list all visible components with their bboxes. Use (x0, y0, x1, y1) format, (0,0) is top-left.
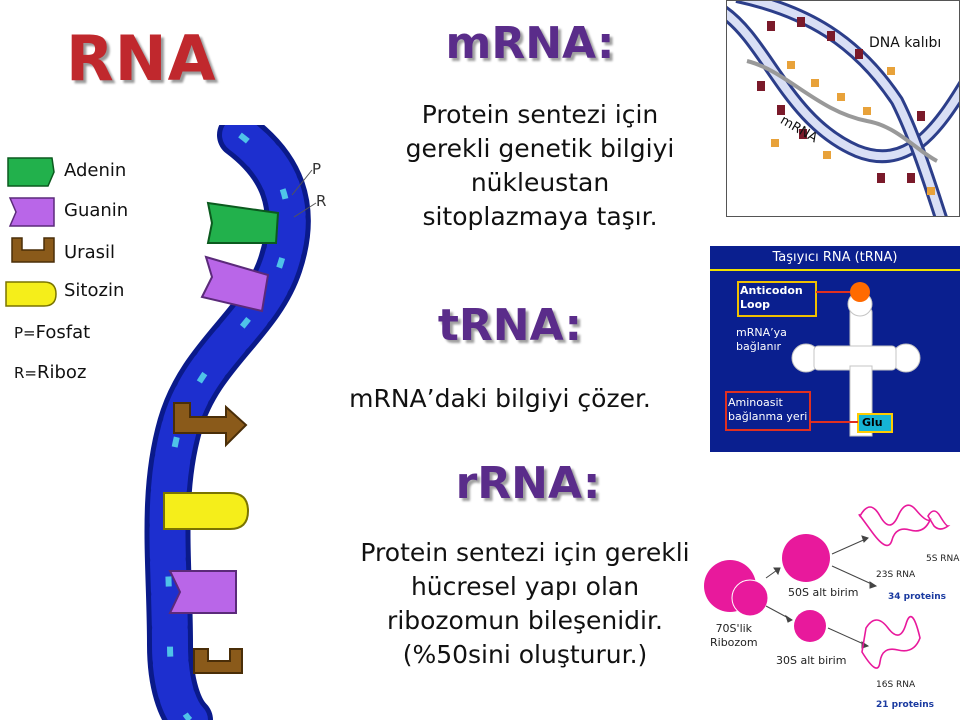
amino-box (725, 391, 811, 431)
legend-fosfat-symbol: P= (14, 324, 36, 342)
mrna-line-4: sitoplazmaya taşır. (422, 202, 658, 231)
rrna-heading: rRNA: (455, 458, 601, 509)
dna-bases (757, 17, 925, 183)
legend-urasil-label: Urasil (64, 242, 115, 263)
dna-strand-2 (735, 1, 948, 216)
ribosome-image: 70S'lik Ribozom 50S alt birim 30S alt bi… (700, 496, 960, 720)
base-adenin (206, 201, 280, 244)
page-title: RNA (66, 22, 217, 95)
dna-strand-1-inner (727, 9, 959, 161)
trna-description: mRNA’daki bilgiyi çözer. (349, 384, 651, 413)
subunit-30s (794, 610, 826, 642)
subunit-50s-label: 50S alt birim (788, 586, 859, 599)
trna-image-title: Taşıyıcı RNA (tRNA) (772, 250, 898, 265)
mrna-line-3: nükleustan (470, 168, 610, 197)
legend-fosfat-label: Fosfat (35, 322, 91, 343)
rrna-line-1: Protein sentezi için gerekli (360, 538, 690, 567)
ribosome-line-2: Ribozom (710, 636, 758, 649)
dna-strand-2-inner (740, 1, 945, 216)
trna-cloverleaf (710, 269, 960, 437)
mrna-line-2: gerekli genetik bilgiyi (405, 134, 675, 163)
rna-5s-label: 5S RNA (926, 554, 960, 564)
rna-strand-illustration (144, 125, 317, 720)
amino-line-1: Aminoasit (728, 396, 783, 409)
anticodon-box (737, 281, 817, 317)
rna-23s-squiggle (858, 504, 932, 547)
glu-label: Glu (862, 416, 883, 429)
subunit-50s (782, 534, 830, 582)
rrna-line-2: hücresel yapı olan (410, 572, 640, 601)
strand-label-r: R (316, 192, 327, 210)
amino-label: Aminoasit bağlanma yeri (728, 396, 807, 424)
subunit-30s-label: 30S alt birim (776, 654, 847, 667)
legend-adenin-label: Adenin (64, 160, 127, 181)
rna-5s-squiggle (927, 510, 951, 530)
legend-riboz-symbol: R= (14, 364, 37, 382)
trna-image: Taşıyıcı RNA (tRNA) Anticodon Loop mRNA’… (710, 246, 960, 452)
anticodon-label: Anticodon Loop (740, 284, 803, 312)
dna-helix (727, 1, 959, 216)
rrna-line-3: ribozomun bileşenidir. (387, 606, 663, 635)
rna-16s-squiggle (861, 615, 921, 669)
legend-sitozin-label: Sitozin (64, 280, 125, 301)
anticodon-line-2: Loop (740, 298, 770, 311)
trna-heading: tRNA: (437, 300, 583, 351)
guanin-swatch (8, 197, 55, 227)
mrna-line-1: Protein sentezi için (421, 100, 659, 129)
base-guanin-2 (168, 570, 237, 614)
proteins-21-label: 21 proteins (876, 700, 934, 710)
base-guanin (200, 255, 270, 313)
rrna-line-4: (%50sini oluşturur.) (402, 640, 648, 669)
legend-guanin-label: Guanin (64, 200, 129, 221)
base-urasil-2 (193, 648, 243, 674)
sitozin-swatch (5, 281, 57, 307)
legend-riboz-label: Riboz (37, 362, 87, 383)
rna-16s-label: 16S RNA (876, 680, 916, 690)
binds-mrna-label: mRNA’ya bağlanır (736, 326, 787, 354)
amino-line-2: bağlanma yeri (728, 410, 808, 423)
mrna-heading: mRNA: (445, 18, 615, 69)
mrna-bases (771, 61, 935, 195)
mrna-strand (746, 59, 938, 163)
base-urasil-1 (173, 402, 248, 448)
r-pointer (293, 202, 317, 218)
adenin-swatch (7, 157, 55, 187)
backbone-stripe (164, 132, 291, 720)
urasil-swatch (11, 237, 55, 263)
mrna-description: Protein sentezi için gerekli genetik bil… (360, 98, 720, 234)
binds-line-1: mRNA’ya (736, 326, 787, 339)
legend-icons (5, 157, 57, 307)
binds-line-2: bağlanır (736, 340, 782, 353)
ribosome-diagram (704, 504, 951, 669)
legend: Adenin Guanin Urasil Sitozin P=Fosfat R=… (0, 150, 170, 390)
rna-23s-label: 23S RNA (876, 570, 916, 580)
mrna-dna-image: DNA kalıbı mRNA (726, 0, 960, 217)
dna-template-label: DNA kalıbı (867, 35, 944, 51)
base-sitozin (163, 492, 250, 530)
ribosome-70s-small (731, 579, 769, 617)
anticodon-line-1: Anticodon (740, 284, 803, 297)
p-pointer (291, 169, 313, 196)
ribosome-70s-label: 70S'lik Ribozom (710, 622, 758, 650)
ribosome-line-1: 70S'lik (715, 622, 753, 635)
rrna-description: Protein sentezi için gerekli hücresel ya… (330, 536, 720, 672)
proteins-34-label: 34 proteins (888, 592, 946, 602)
strand-label-p: P (312, 160, 322, 178)
